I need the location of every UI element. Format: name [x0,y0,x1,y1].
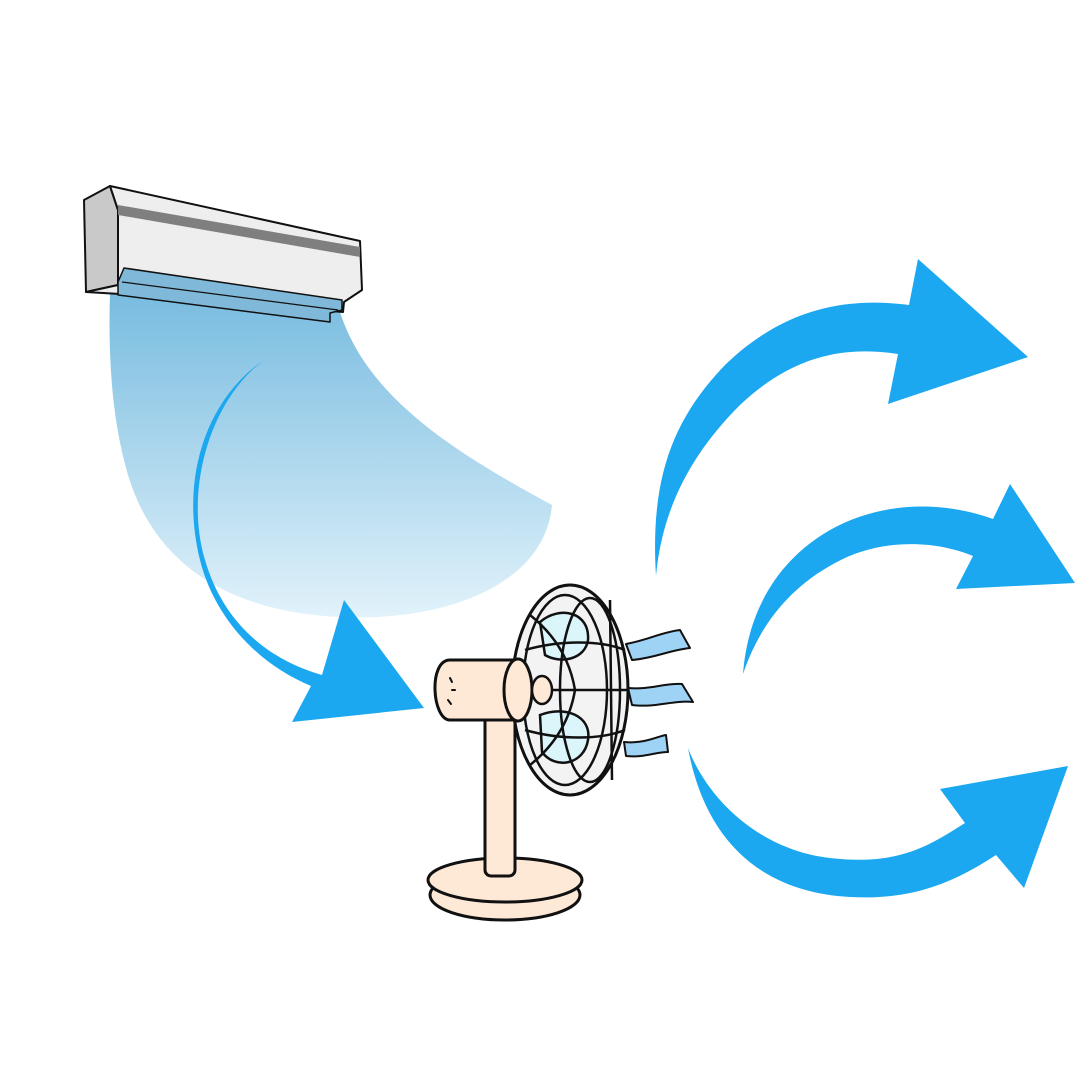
fan-hub [530,674,554,706]
wind-stream-top [625,629,691,661]
air-conditioner-icon [83,185,363,323]
wind-streams [623,629,694,758]
ac-vent-strip [118,205,360,257]
arrow-upper-right [655,259,1028,576]
arrow-ac-to-fan [193,360,424,722]
fan-pole [483,710,517,878]
arrow-middle-right [743,484,1075,674]
ac-side-panel [83,185,119,293]
wind-stream-bottom [623,734,669,758]
fan-blade-top [538,611,590,661]
desk-fan-icon [426,583,630,922]
arrow-lower-right [688,748,1068,898]
fan-motor-ring [502,657,534,723]
fan-back-vents [447,677,456,705]
ac-louver [117,267,343,323]
wind-stream-middle [627,682,694,707]
cool-air-plume [109,292,553,618]
ac-louver-line [121,281,339,311]
